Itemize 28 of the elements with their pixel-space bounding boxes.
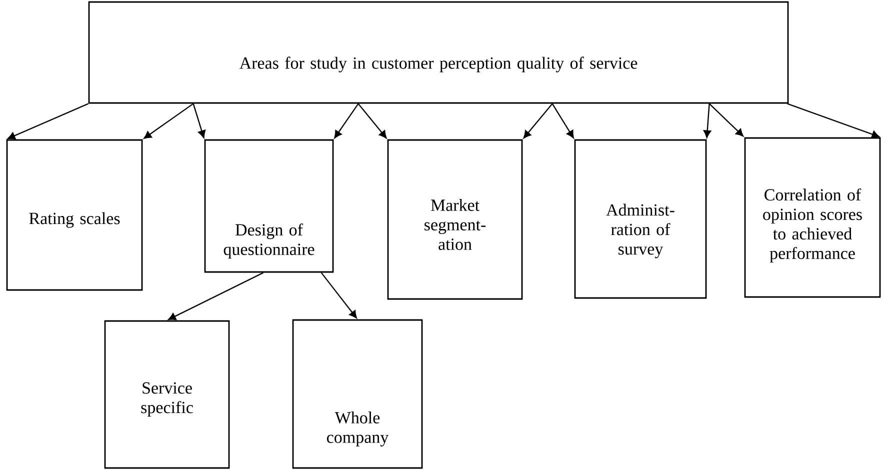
box-text: Market segment- ation (424, 199, 486, 250)
box (387, 139, 523, 300)
arrow (358, 103, 387, 138)
box (292, 319, 423, 469)
arrow (320, 272, 357, 318)
box (6, 139, 143, 291)
box (744, 137, 881, 298)
arrow (168, 272, 264, 320)
arrow (192, 104, 206, 138)
arrow (552, 103, 574, 138)
box-text: Correlation of opinion scores to achieved performance (763, 188, 862, 263)
arrow (334, 103, 359, 138)
arrow (523, 103, 553, 138)
box (574, 139, 707, 299)
box (88, 1, 789, 104)
arrow (703, 104, 712, 138)
box-text: Design of questionnaire (224, 223, 314, 259)
arrow (7, 103, 89, 140)
box-text: Areas for study in customer perception quality of service (239, 56, 638, 72)
box-text: Administ- ration of survey (606, 204, 674, 258)
arrow (144, 103, 194, 139)
box-text: Rating scales (29, 212, 120, 228)
box (104, 320, 230, 469)
arrow (708, 103, 744, 137)
box-text: Whole company (327, 412, 389, 446)
arrow (787, 103, 880, 138)
box (204, 139, 334, 273)
box-text: Service specific (141, 382, 193, 417)
